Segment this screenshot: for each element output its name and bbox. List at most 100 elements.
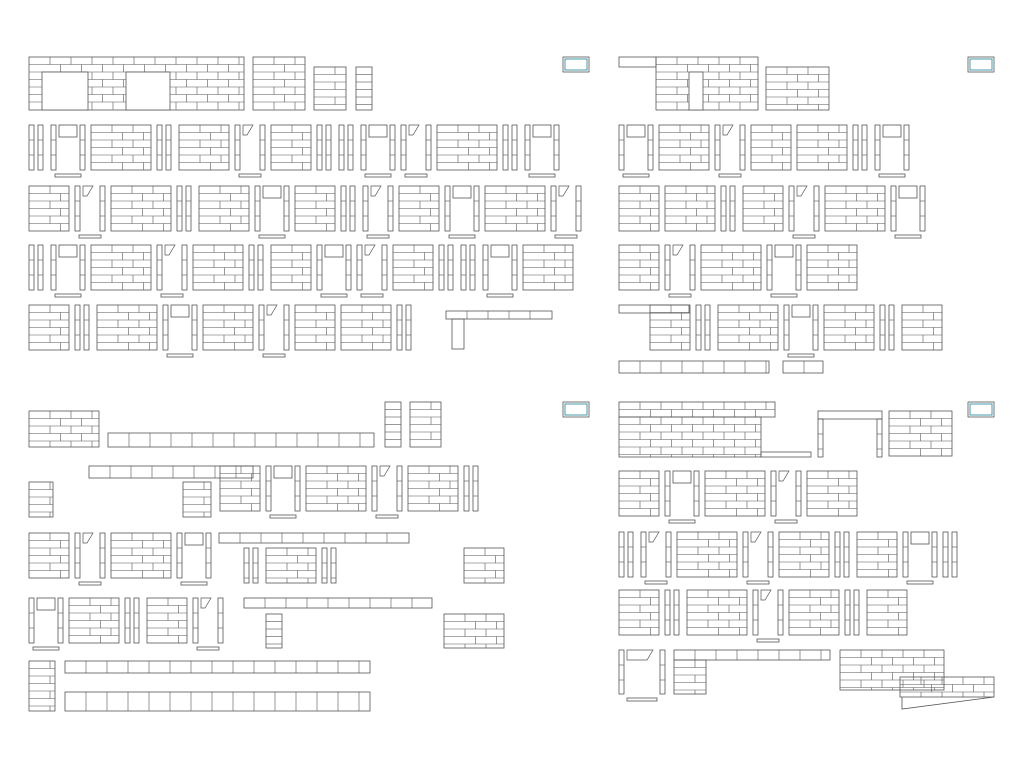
jamb-outline bbox=[259, 124, 266, 171]
lintel-block bbox=[490, 244, 510, 258]
jamb-outline bbox=[257, 244, 264, 291]
strip-outline bbox=[673, 649, 831, 661]
jamb-column bbox=[254, 185, 261, 232]
jamb-outline bbox=[640, 531, 647, 578]
brick-panel bbox=[28, 185, 70, 232]
panel-outline bbox=[182, 481, 212, 518]
brick-panel bbox=[219, 465, 261, 512]
brick-panel bbox=[704, 470, 766, 517]
jamb-column bbox=[919, 185, 926, 232]
lintel-block bbox=[672, 470, 692, 484]
brick-panel bbox=[192, 244, 244, 291]
brick-panel bbox=[888, 410, 953, 457]
jamb-column bbox=[618, 124, 625, 171]
jamb-outline bbox=[618, 124, 625, 171]
opening-element bbox=[550, 185, 582, 239]
jamb-column bbox=[511, 244, 518, 291]
sill-block bbox=[894, 234, 922, 239]
strip-outline bbox=[243, 597, 433, 609]
jamb-column bbox=[942, 531, 949, 578]
jamb-column bbox=[888, 304, 895, 351]
jamb-column bbox=[165, 124, 172, 171]
jamb-column bbox=[356, 244, 363, 291]
jamb-outline bbox=[853, 589, 860, 636]
jamb-outline bbox=[258, 304, 265, 351]
jamb-column bbox=[37, 124, 44, 171]
jamb-column bbox=[673, 589, 680, 636]
frame-inner bbox=[969, 403, 993, 416]
sill-block bbox=[792, 234, 816, 239]
jamb-outline bbox=[283, 185, 290, 232]
sill-block bbox=[718, 173, 742, 178]
jamb-outline bbox=[371, 465, 378, 512]
sill-block bbox=[320, 293, 348, 298]
jamb-column bbox=[133, 597, 140, 644]
jamb-column bbox=[156, 244, 163, 291]
sloped-lintel bbox=[750, 531, 762, 543]
jamb-outline bbox=[165, 124, 172, 171]
jamb-column bbox=[345, 244, 352, 291]
jamb-column bbox=[460, 244, 467, 291]
jamb-outline bbox=[74, 185, 81, 232]
jamb-column bbox=[176, 185, 183, 232]
sloped-lintel bbox=[242, 124, 254, 136]
jamb-outline bbox=[99, 532, 106, 579]
jamb-outline bbox=[729, 185, 736, 232]
brick-panel bbox=[28, 410, 100, 448]
jamb-column bbox=[205, 532, 212, 579]
jamb-column bbox=[903, 124, 910, 171]
jamb-outline bbox=[931, 531, 938, 578]
opening-element bbox=[316, 244, 352, 298]
jamb-outline bbox=[627, 531, 634, 578]
opening-element bbox=[714, 124, 746, 178]
jamb-outline bbox=[511, 244, 518, 291]
jamb-column bbox=[258, 304, 265, 351]
panel-outline bbox=[28, 481, 54, 518]
jamb-outline bbox=[766, 244, 773, 291]
jamb-column bbox=[575, 185, 582, 232]
jamb-outline bbox=[243, 547, 250, 584]
jamb-column bbox=[181, 244, 188, 291]
brick-panel bbox=[717, 304, 779, 351]
jamb-column bbox=[902, 531, 909, 578]
frame-outer bbox=[562, 401, 590, 418]
jamb-outline bbox=[176, 532, 183, 579]
opening-element bbox=[890, 185, 926, 239]
wall-ledge bbox=[618, 56, 657, 68]
jamb-column bbox=[265, 465, 272, 512]
brick-strip bbox=[64, 691, 371, 712]
viewport-frame-marker bbox=[967, 56, 995, 73]
sill-block bbox=[196, 646, 220, 651]
panel-outline bbox=[765, 66, 830, 111]
brick-panel bbox=[443, 613, 505, 649]
jamb-outline bbox=[356, 244, 363, 291]
lintel-block bbox=[184, 532, 204, 546]
opening-element bbox=[618, 124, 654, 178]
jamb-outline bbox=[876, 418, 883, 458]
opening-element bbox=[192, 597, 224, 651]
sloped-lintel bbox=[558, 185, 570, 197]
jamb-outline bbox=[783, 304, 790, 351]
jamb-column bbox=[524, 124, 531, 171]
jamb-column bbox=[74, 304, 81, 351]
viewport-frame-marker bbox=[562, 56, 590, 73]
jamb-outline bbox=[460, 244, 467, 291]
jamb-column bbox=[283, 304, 290, 351]
jamb-outline bbox=[550, 185, 557, 232]
jamb-outline bbox=[387, 185, 394, 232]
jamb-outline bbox=[861, 124, 868, 171]
opening-element bbox=[50, 244, 86, 298]
jamb-outline bbox=[340, 185, 347, 232]
jamb-column bbox=[777, 589, 784, 636]
jamb-column bbox=[217, 597, 224, 644]
sill-block bbox=[366, 234, 390, 239]
strip-outline bbox=[782, 360, 824, 374]
door-opening bbox=[125, 71, 171, 111]
sloped-lintel bbox=[379, 465, 391, 477]
brick-panel bbox=[294, 185, 336, 232]
jamb-outline bbox=[37, 124, 44, 171]
jamb-column bbox=[28, 124, 35, 171]
sill-block bbox=[54, 293, 82, 298]
jamb-outline bbox=[742, 531, 749, 578]
